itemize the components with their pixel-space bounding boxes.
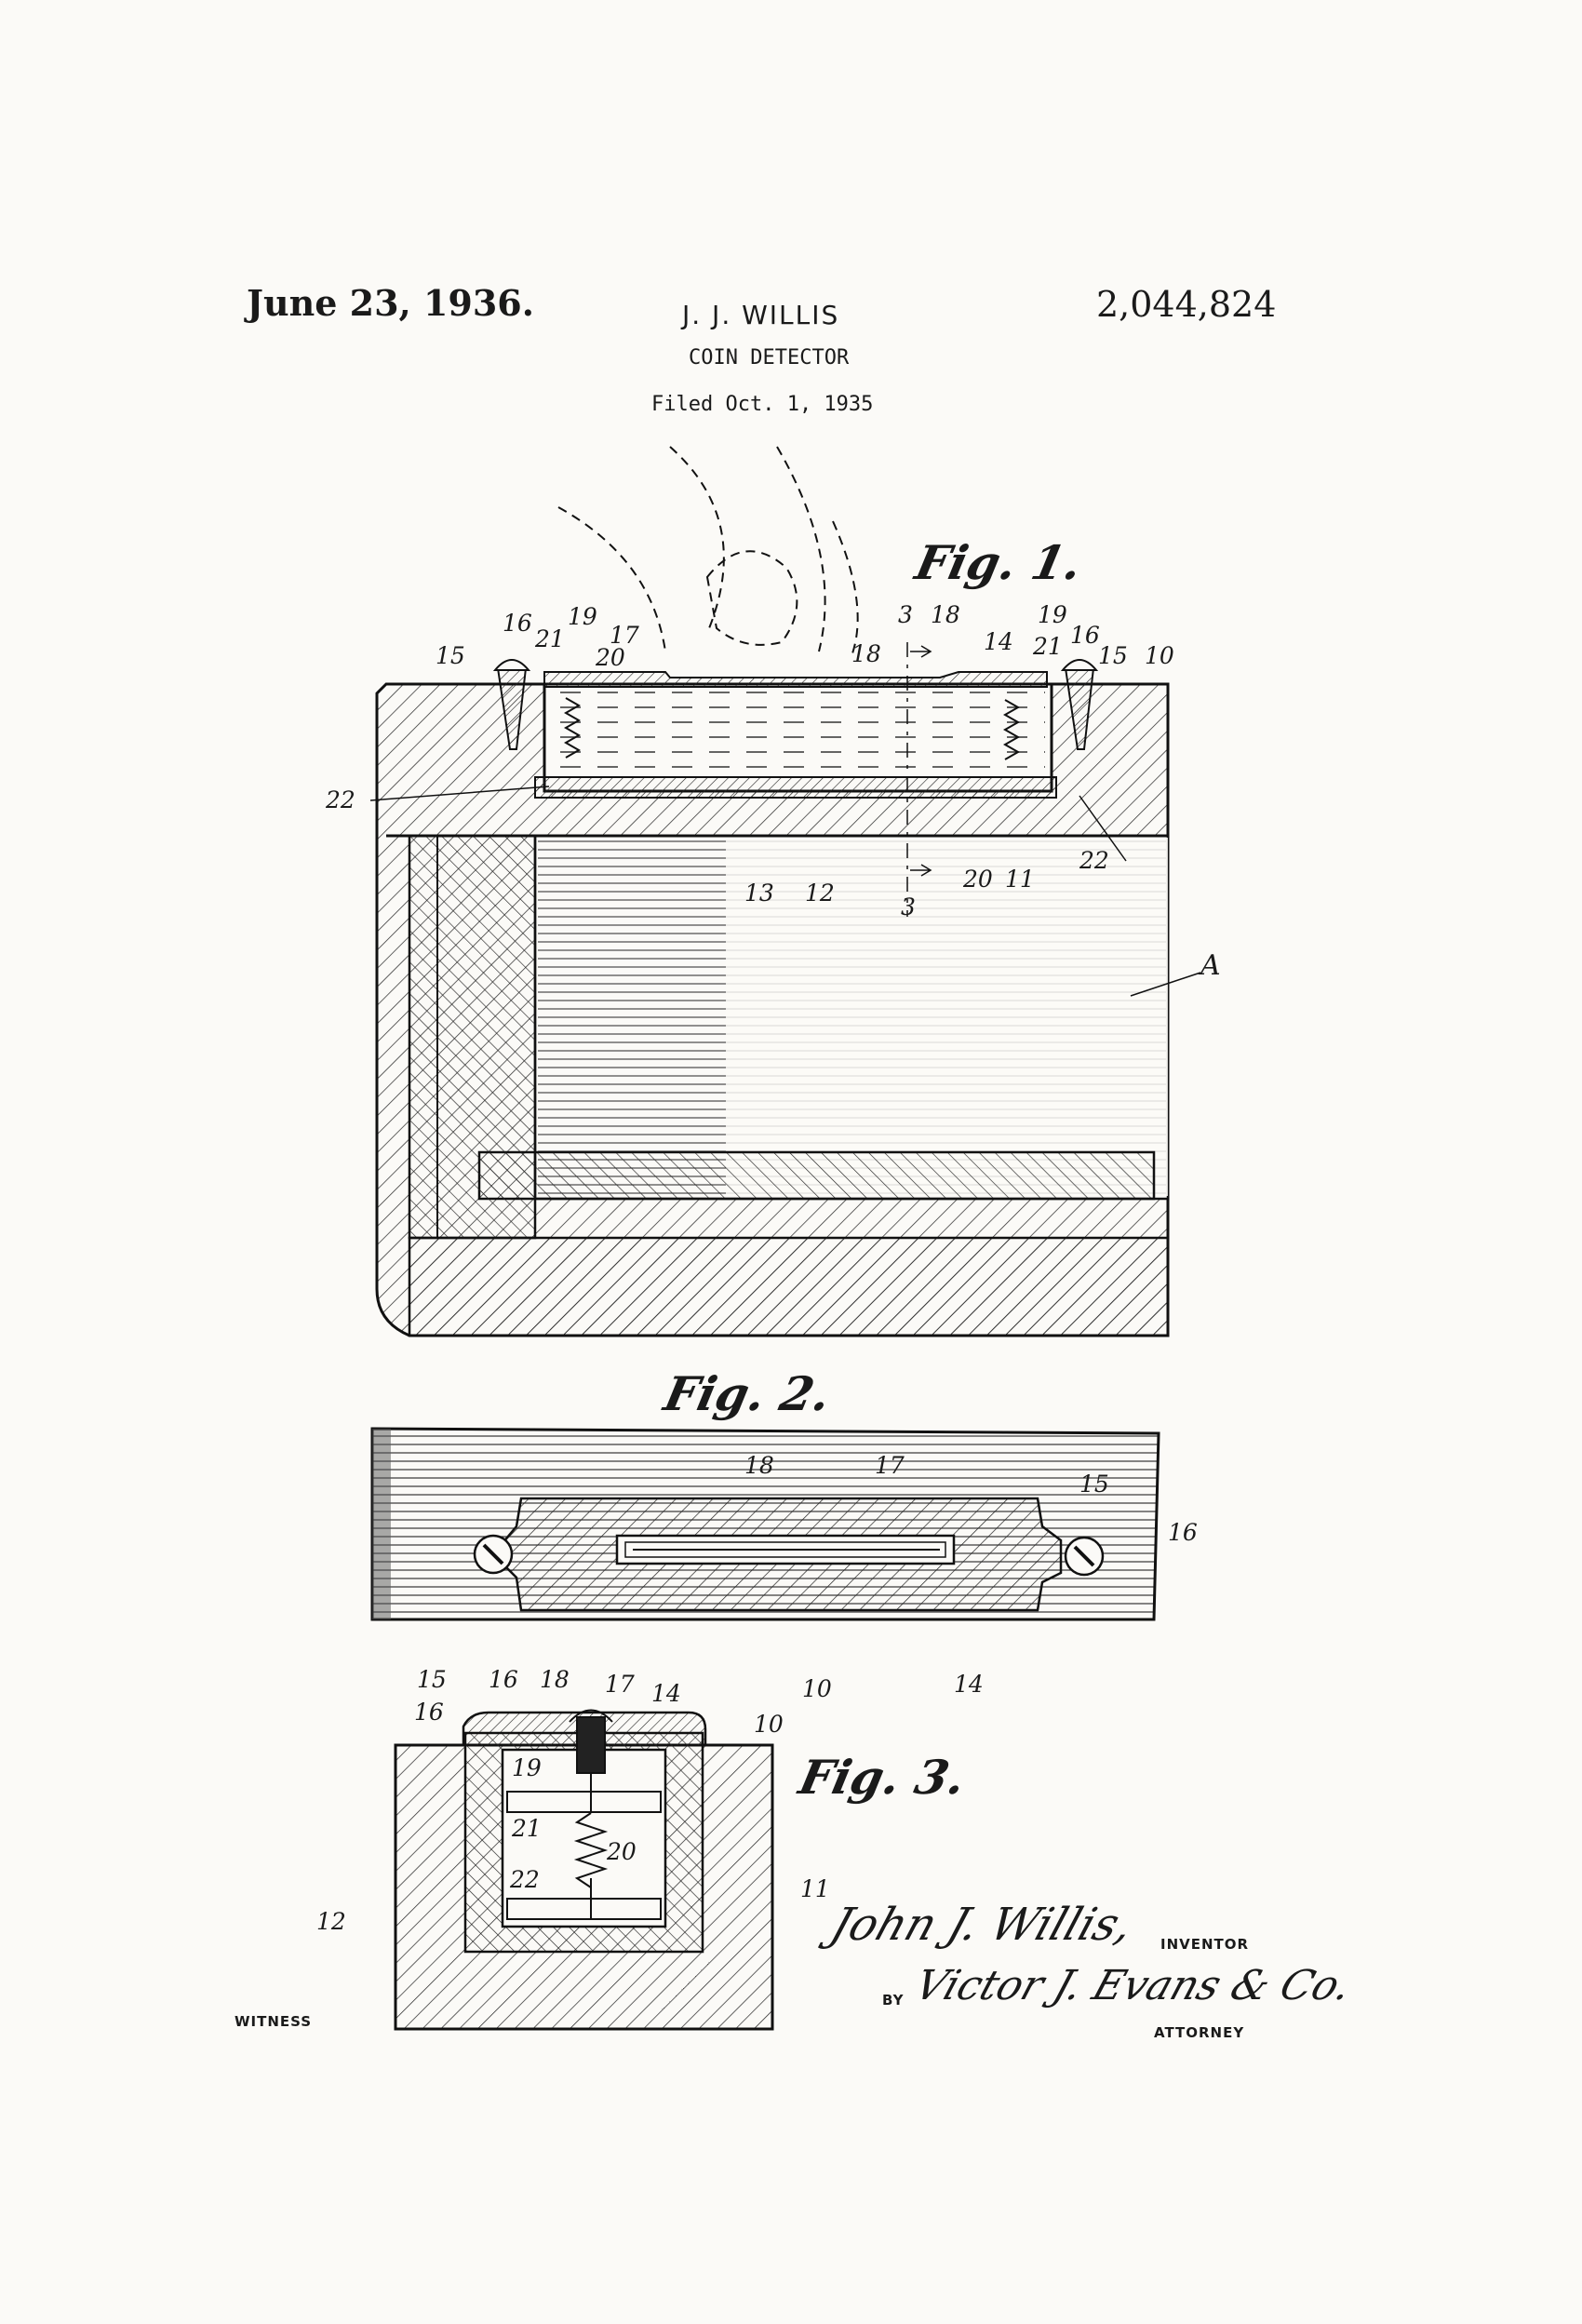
ref-numeral: 11 — [1005, 866, 1035, 893]
ref-numeral: 17 — [605, 1671, 635, 1698]
ref-numeral: 15 — [1098, 642, 1128, 669]
ref-numeral: 18 — [931, 601, 960, 628]
patent-title: COIN DETECTOR — [689, 346, 850, 369]
attorney-signature: Victor J. Evans & Co. — [908, 1962, 1359, 2009]
ref-numeral: 22 — [510, 1866, 540, 1893]
ref-letter-a: A — [1200, 949, 1221, 982]
inventor-name: J. J. WILLIS — [682, 300, 840, 330]
inventor-signature: John J. Willis, — [824, 1899, 1141, 1951]
ref-numeral: 21 — [1033, 633, 1063, 660]
ref-numeral: 16 — [1070, 622, 1100, 649]
ref-numeral: 17 — [875, 1452, 905, 1479]
ref-numeral: 20 — [963, 866, 993, 893]
ref-numeral: 15 — [417, 1666, 447, 1693]
ref-numeral: 17 — [610, 622, 639, 649]
ref-numeral: 18 — [744, 1452, 774, 1479]
ref-numeral: 20 — [596, 644, 625, 671]
by-label: BY — [882, 1992, 905, 2008]
ref-numeral: 10 — [1145, 642, 1174, 669]
ref-numeral: 3 — [898, 601, 913, 628]
attorney-label: ATTORNEY — [1154, 2024, 1245, 2041]
ref-numeral: 11 — [800, 1875, 830, 1902]
ref-numeral: 12 — [805, 880, 835, 907]
ref-numeral: 10 — [754, 1711, 784, 1738]
filed-date: Filed Oct. 1, 1935 — [651, 393, 874, 416]
ref-numeral: 13 — [744, 880, 774, 907]
patent-number: 2,044,824 — [1096, 284, 1277, 325]
ref-numeral: 14 — [954, 1671, 984, 1698]
ref-numeral: 21 — [512, 1815, 542, 1842]
ref-numeral: 21 — [535, 625, 565, 652]
ref-numeral: 22 — [326, 786, 355, 813]
ref-numeral: 19 — [1038, 601, 1067, 628]
ref-numeral: 16 — [489, 1666, 518, 1693]
ref-numeral: 10 — [802, 1675, 832, 1702]
figure-2 — [370, 1427, 1160, 1621]
ref-numeral: 20 — [607, 1838, 637, 1865]
ref-numeral: 19 — [568, 603, 597, 630]
ref-numeral: 15 — [436, 642, 465, 669]
ref-numeral: 14 — [651, 1680, 681, 1707]
inventor-label: INVENTOR — [1160, 1936, 1250, 1953]
fig3-label: Fig. 3. — [794, 1750, 971, 1805]
ref-numeral: 16 — [414, 1699, 444, 1726]
fig1-label: Fig. 1. — [910, 535, 1087, 590]
ref-numeral: 18 — [851, 640, 881, 667]
ref-numeral: 12 — [316, 1908, 346, 1935]
witness-label: WITNESS — [235, 2013, 313, 2030]
patent-date: June 23, 1936. — [247, 282, 534, 324]
ref-numeral: 16 — [1168, 1519, 1198, 1546]
fig2-label: Fig. 2. — [659, 1366, 836, 1421]
ref-numeral: 14 — [984, 628, 1013, 655]
ref-numeral: 18 — [540, 1666, 570, 1693]
ref-numeral: 22 — [1079, 847, 1109, 874]
ref-numeral: 3 — [901, 893, 916, 920]
figure-3 — [394, 1709, 774, 2031]
ref-numeral: 15 — [1079, 1471, 1109, 1498]
ref-numeral: 16 — [503, 610, 532, 637]
ref-numeral: 19 — [512, 1754, 542, 1781]
figure-1 — [369, 446, 1201, 1337]
